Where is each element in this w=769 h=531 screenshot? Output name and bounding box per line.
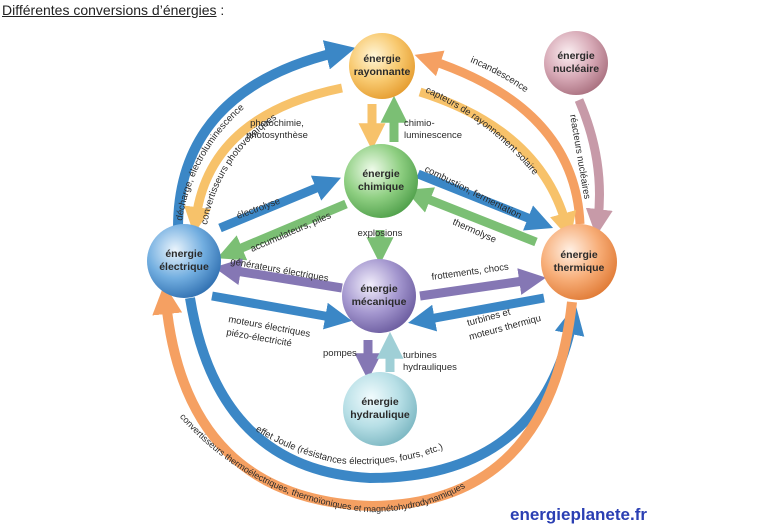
node-hydraulique-line2: hydraulique xyxy=(350,409,410,421)
node-thermique: énergie thermique xyxy=(541,224,617,300)
node-hydraulique-line1: énergie xyxy=(361,396,399,408)
label-accumulateurs: accumulateurs, piles xyxy=(249,210,333,255)
arrow-chimique-to-electrique xyxy=(217,199,348,261)
label-pompes: pompes xyxy=(323,348,357,359)
label-moteurs-elec-line1: moteurs électriques, xyxy=(0,0,311,340)
node-mecanique-line1: énergie xyxy=(360,283,398,295)
node-chimique: énergie chimique xyxy=(344,144,418,218)
label-explosions: explosions xyxy=(358,228,403,239)
label-turbines-hydrauliques-line1: turbines xyxy=(403,350,437,361)
node-chimique-line2: chimique xyxy=(358,181,404,193)
node-thermique-line1: énergie xyxy=(560,249,598,261)
node-rayonnante: énergie rayonnante xyxy=(349,33,415,99)
node-hydraulique: énergie hydraulique xyxy=(343,372,417,446)
arrow-electrique-to-mecanique xyxy=(211,291,352,330)
node-electrique-line1: énergie xyxy=(165,248,203,260)
arrow-mecanique-to-thermique xyxy=(419,268,547,301)
diagram-heading: Différentes conversions d’énergies : xyxy=(2,2,224,18)
node-electrique: énergie électrique xyxy=(147,224,221,298)
arrow-electrique-to-chimique xyxy=(218,175,341,233)
arrow-mecanique-to-electrique xyxy=(214,258,343,293)
arrow-nucleaire-to-thermique xyxy=(574,98,613,237)
label-photochimie-line1: photochimie, xyxy=(250,118,304,129)
arrow-chimique-to-thermique xyxy=(416,169,554,231)
arrow-electrique-to-thermique xyxy=(185,297,585,484)
arrow-rayonnante-to-electrique xyxy=(184,83,343,235)
label-turbines-hydrauliques-line2: hydrauliques xyxy=(403,362,457,373)
node-chimique-line1: énergie xyxy=(362,168,400,180)
label-photochimie-line2: photosynthèse xyxy=(246,130,308,141)
node-nucleaire-line1: énergie xyxy=(557,50,595,62)
label-chimio-line2: luminescence xyxy=(404,130,462,141)
label-frottements: frottements, chocs xyxy=(431,262,510,283)
arrow-thermique-to-mecanique xyxy=(408,293,545,332)
node-mecanique: énergie mécanique xyxy=(342,259,416,333)
label-convertisseurs-thermo: convertisseurs thermoélectriques, thermo… xyxy=(178,412,467,515)
arrow-thermique-to-electrique xyxy=(152,284,577,512)
label-chimio-line1: chimio- xyxy=(404,118,435,129)
node-nucleaire: énergie nucléaire xyxy=(544,31,608,95)
heading-title: Différentes conversions d’énergies xyxy=(2,2,217,18)
arrow-thermique-to-rayonnante xyxy=(414,50,585,225)
node-nucleaire-line2: nucléaire xyxy=(553,63,599,75)
arrow-rayonnante-to-thermique xyxy=(418,87,577,240)
heading-suffix: : xyxy=(216,2,225,18)
site-watermark: energieplanete.fr xyxy=(510,505,647,524)
label-effet-joule: effet Joule (résistances électriques, fo… xyxy=(254,424,445,467)
node-mecanique-line2: mécanique xyxy=(352,296,407,308)
node-thermique-line2: thermique xyxy=(554,262,605,274)
arrow-electrique-to-rayonnante xyxy=(173,40,356,229)
node-rayonnante-line2: rayonnante xyxy=(354,66,411,78)
node-electrique-line2: électrique xyxy=(159,261,209,273)
arrow-thermique-to-chimique xyxy=(404,187,538,247)
node-rayonnante-line1: énergie xyxy=(363,53,401,65)
